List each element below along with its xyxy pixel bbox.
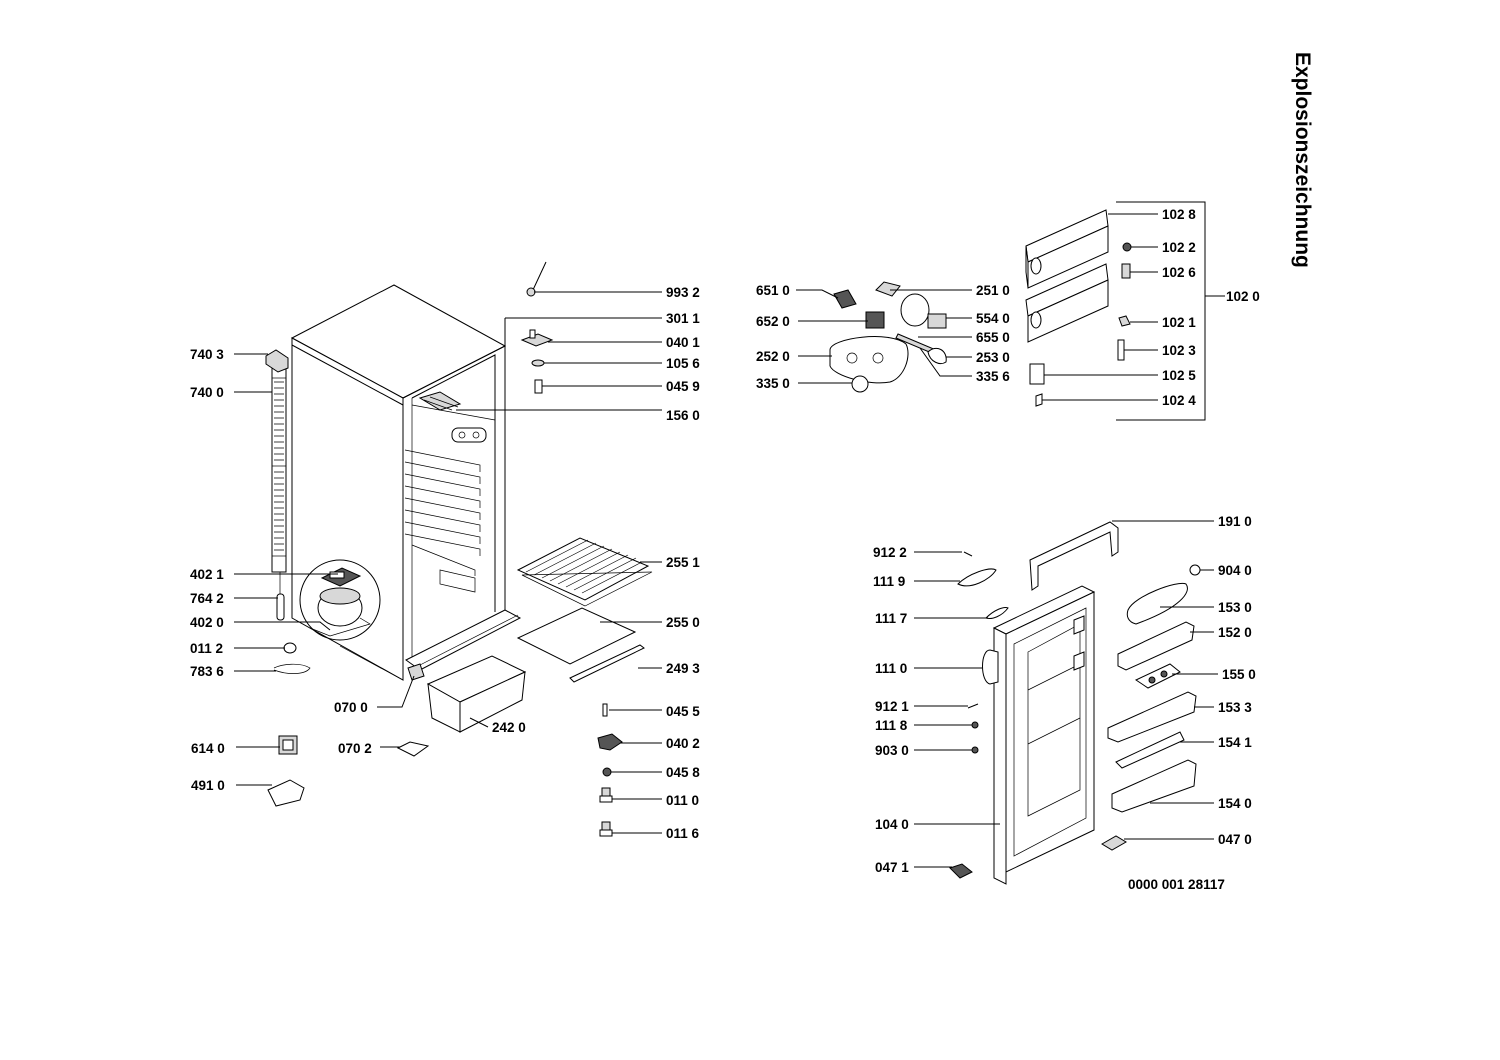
callout-9040: 904 0 (1218, 563, 1252, 578)
callout-5540: 554 0 (976, 311, 1010, 326)
document-number: 0000 001 28117 (1128, 877, 1225, 892)
callout-1024: 102 4 (1162, 393, 1196, 408)
callout-0401: 040 1 (666, 335, 700, 350)
door-shelves (1101, 564, 1201, 851)
top-hinge-parts (520, 329, 554, 394)
condenser-coil (265, 349, 289, 573)
callout-3350: 335 0 (756, 376, 790, 391)
door-small-parts (949, 551, 1009, 879)
callout-1056: 105 6 (666, 356, 700, 371)
callout-0110: 011 0 (666, 793, 699, 808)
foot-cover (396, 741, 430, 757)
callout-1028: 102 8 (1162, 207, 1196, 222)
callout-1541: 154 1 (1218, 735, 1252, 750)
callout-7836: 783 6 (190, 664, 224, 679)
screw-0455 (602, 703, 608, 717)
callout-0455: 045 5 (666, 704, 700, 719)
callout-1117: 111 7 (875, 611, 907, 626)
callout-4020: 402 0 (190, 615, 224, 630)
thermostat-assembly (829, 281, 947, 393)
callout-0458: 045 8 (666, 765, 700, 780)
leader-lines (234, 213, 1218, 868)
callout-1910: 191 0 (1218, 514, 1252, 529)
callout-1530: 153 0 (1218, 600, 1252, 615)
callout-6550: 655 0 (976, 330, 1010, 345)
callout-1025: 102 5 (1162, 368, 1196, 383)
callout-9121: 912 1 (875, 699, 909, 714)
callout-9122: 912 2 (873, 545, 907, 560)
callout-1533: 153 3 (1218, 700, 1252, 715)
callout-3011: 301 1 (666, 311, 700, 326)
callout-0112: 011 2 (190, 641, 223, 656)
callout-4910: 491 0 (191, 778, 225, 793)
callout-0402: 040 2 (666, 736, 700, 751)
refrigerator-cabinet (290, 284, 522, 681)
callout-7642: 764 2 (190, 591, 224, 606)
callout-1560: 156 0 (666, 408, 700, 423)
callout-0700: 070 0 (334, 700, 368, 715)
callout-9932: 993 2 (666, 285, 700, 300)
callout-1119: 111 9 (873, 574, 905, 589)
callout-1022: 102 2 (1162, 240, 1196, 255)
callout-1540: 154 0 (1218, 796, 1252, 811)
callout-2530: 253 0 (976, 350, 1010, 365)
compressor-assembly (273, 559, 381, 674)
callout-1026: 102 6 (1162, 265, 1196, 280)
callout-1118: 111 8 (875, 718, 908, 733)
refrigerator-door (982, 521, 1119, 885)
starter-relay (278, 735, 298, 755)
callout-2520: 252 0 (756, 349, 790, 364)
crisper-drawer (426, 655, 527, 733)
callout-2550: 255 0 (666, 615, 700, 630)
callout-6140: 614 0 (191, 741, 225, 756)
callout-1550: 155 0 (1222, 667, 1256, 682)
foot-0110 (599, 787, 613, 803)
callout-9030: 903 0 (875, 743, 909, 758)
callout-0116: 011 6 (666, 826, 700, 841)
wire-shelf (516, 537, 653, 607)
callout-3356: 335 6 (976, 369, 1010, 384)
callout-2510: 251 0 (976, 283, 1010, 298)
callout-1023: 102 3 (1162, 343, 1196, 358)
foot-0116 (599, 821, 613, 837)
freezer-flap-assembly (1025, 201, 1225, 421)
callout-6510: 651 0 (756, 283, 790, 298)
callout-6520: 652 0 (756, 314, 790, 329)
callout-1040: 104 0 (875, 817, 909, 832)
callout-1020: 102 0 (1226, 289, 1260, 304)
hinge-0402 (597, 733, 623, 751)
callout-1520: 152 0 (1218, 625, 1252, 640)
callout-2493: 249 3 (666, 661, 700, 676)
callout-2420: 242 0 (492, 720, 526, 735)
diagram-title: Explosionszeichnung (1291, 52, 1314, 268)
callout-0471: 047 1 (875, 860, 909, 875)
callout-1110: 111 0 (875, 661, 907, 676)
washer-0458 (602, 767, 612, 777)
callout-7400: 740 0 (190, 385, 224, 400)
callout-0470: 047 0 (1218, 832, 1252, 847)
callout-1021: 102 1 (1162, 315, 1196, 330)
shelf-rail (569, 644, 645, 683)
relay-cover (267, 779, 305, 807)
adjustable-foot (407, 663, 425, 681)
callout-0702: 070 2 (338, 741, 372, 756)
sensor-part (526, 261, 547, 297)
callout-0459: 045 9 (666, 379, 700, 394)
callout-2551: 255 1 (666, 555, 700, 570)
callout-7403: 740 3 (190, 347, 224, 362)
callout-4021: 402 1 (190, 567, 224, 582)
callout-labels: 993 2 301 1 040 1 105 6 045 9 156 0 740 … (190, 207, 1260, 875)
